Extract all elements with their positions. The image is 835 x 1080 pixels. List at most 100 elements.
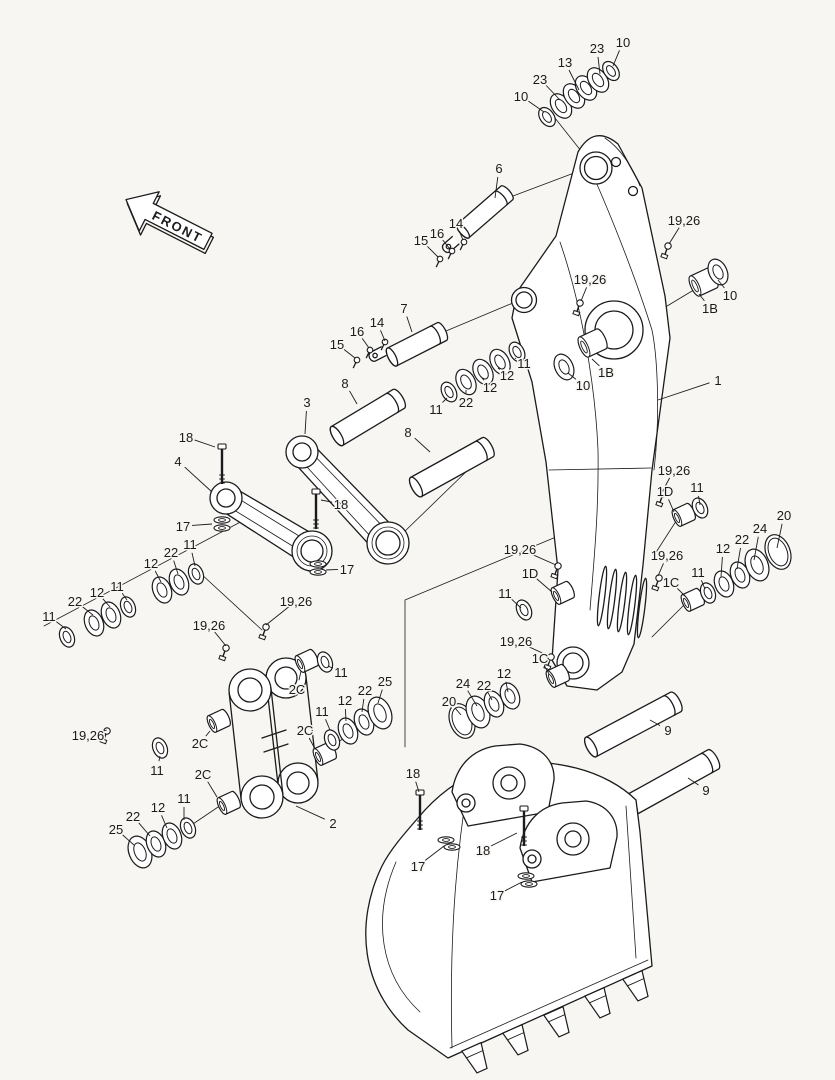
leader-line	[207, 781, 218, 798]
callout-14: 14	[370, 315, 384, 330]
callout-19-26: 19,26	[504, 542, 537, 557]
callout-17: 17	[411, 859, 425, 874]
callout-12: 12	[483, 380, 497, 395]
leader-line	[173, 560, 179, 575]
pin-7	[350, 321, 449, 370]
leader-line	[184, 466, 213, 493]
leader-line	[545, 85, 561, 101]
pin-8-upper	[329, 388, 407, 447]
callout-20: 20	[442, 694, 456, 709]
leader-line	[657, 563, 664, 577]
callout-18: 18	[179, 430, 193, 445]
callout-11: 11	[110, 579, 124, 594]
callout-10: 10	[576, 378, 590, 393]
leader-line	[736, 547, 741, 570]
leader-line	[406, 316, 413, 333]
leader-line	[528, 100, 545, 113]
leader-line	[442, 397, 448, 403]
callout-2C: 2C	[289, 682, 306, 697]
callout-8: 8	[404, 425, 411, 440]
leader-line	[481, 377, 485, 381]
leader-line	[414, 437, 431, 453]
callout-22: 22	[477, 678, 491, 693]
front-arrow-shape	[125, 191, 213, 251]
callout-11: 11	[177, 791, 191, 806]
callout-12: 12	[497, 666, 511, 681]
leader-line	[776, 523, 783, 549]
leader-line	[327, 665, 333, 669]
callout-22: 22	[68, 594, 82, 609]
nut-15	[350, 355, 362, 370]
leader-line	[528, 552, 557, 566]
callout-12: 12	[90, 585, 104, 600]
callout-19-26: 19,26	[668, 213, 701, 228]
seal-stack-center	[320, 692, 397, 753]
callout-11: 11	[42, 609, 56, 624]
leader-line	[298, 670, 302, 681]
callout-2: 2	[329, 816, 336, 831]
callout-12: 12	[338, 693, 352, 708]
callout-18: 18	[334, 497, 348, 512]
leader-line	[154, 570, 162, 583]
leader-line	[265, 606, 290, 626]
callout-16: 16	[350, 324, 364, 339]
leader-line	[514, 357, 517, 359]
leader-line	[102, 598, 111, 608]
pin-8-lower	[408, 436, 495, 498]
leader-line	[121, 593, 128, 601]
callout-24: 24	[456, 676, 470, 691]
leader-line	[308, 737, 316, 750]
leader-line	[505, 681, 509, 693]
leader-line	[661, 477, 671, 493]
h-link-part-2	[228, 657, 319, 819]
leader-line	[668, 499, 675, 513]
bolt-18-link-left	[216, 442, 228, 486]
pin-6	[433, 185, 514, 269]
leader-line	[511, 598, 522, 609]
leader-line	[698, 495, 701, 506]
callout-16: 16	[430, 226, 444, 241]
leader-line	[717, 279, 725, 289]
nut-15	[433, 254, 445, 269]
leader-line	[568, 69, 580, 91]
callout-11: 11	[315, 704, 329, 719]
leader-line	[580, 287, 588, 302]
callout-10: 10	[723, 288, 737, 303]
callout-11: 11	[498, 586, 512, 601]
leader-line	[81, 606, 94, 616]
leader-line	[442, 239, 451, 250]
leader-line	[657, 382, 710, 401]
callout-12: 12	[716, 541, 730, 556]
callout-22: 22	[459, 395, 473, 410]
callout-9: 9	[702, 783, 709, 798]
link-part-4	[209, 481, 333, 572]
leader-line	[191, 523, 213, 526]
callout-2C: 2C	[192, 736, 209, 751]
callout-19-26: 19,26	[574, 272, 607, 287]
callout-11: 11	[334, 665, 348, 680]
leader-line	[377, 689, 383, 704]
callout-22: 22	[126, 809, 140, 824]
leader-line	[55, 621, 67, 630]
callout-20: 20	[777, 508, 791, 523]
leader-line	[427, 246, 439, 258]
callout-10: 10	[616, 35, 630, 50]
seal-stack-arm-top	[534, 57, 624, 131]
leader-line	[325, 568, 339, 571]
leader-line	[698, 293, 705, 302]
callout-23: 23	[533, 72, 547, 87]
leader-line	[687, 777, 699, 786]
leader-line	[349, 390, 358, 405]
leader-line	[458, 231, 464, 241]
leader-line	[487, 692, 493, 701]
callout-14: 14	[449, 216, 463, 231]
leader-line	[194, 439, 216, 448]
leader-lines	[55, 50, 783, 892]
callout-13: 13	[558, 55, 572, 70]
leader-line	[720, 556, 723, 578]
leader-line	[295, 805, 325, 820]
leader-line	[304, 410, 307, 435]
callout-1B: 1B	[702, 301, 718, 316]
callout-19-26: 19,26	[72, 728, 105, 743]
